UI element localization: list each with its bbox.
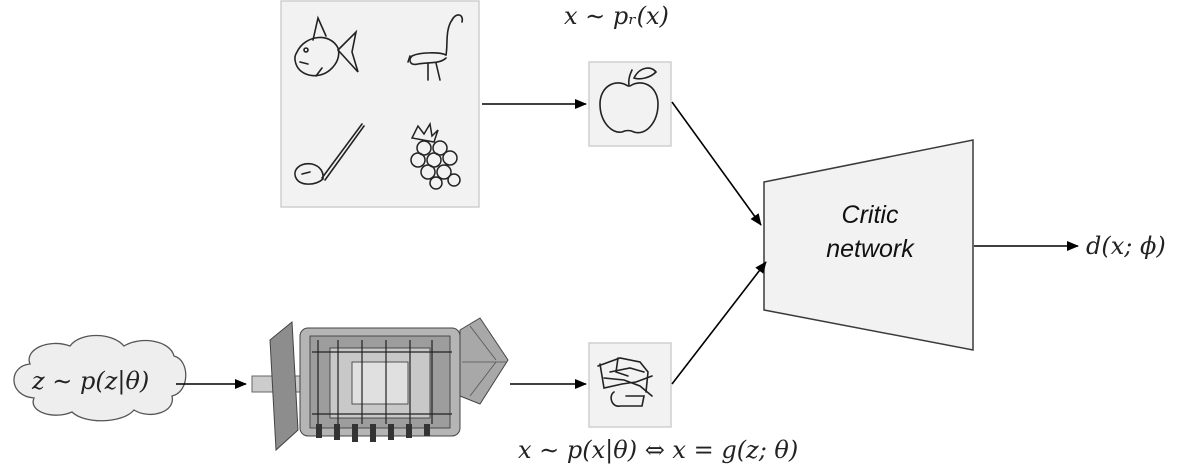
apple-doodle xyxy=(599,67,659,134)
scribble-doodle xyxy=(597,357,653,407)
critic-label-line1: Critic xyxy=(841,201,899,229)
generated-distribution-label: x ∼ p(x|θ) ⇔ x = g(z; θ) xyxy=(518,436,799,464)
critic-label-line2: network xyxy=(826,235,914,263)
critic-output-label: d(x; ϕ) xyxy=(1086,232,1166,260)
grapes-doodle xyxy=(410,121,461,190)
arrow-real-sample-to-critic xyxy=(671,101,762,226)
critic-network-label: Critic network xyxy=(790,198,950,266)
real-distribution-label: x ∼ pᵣ(x) xyxy=(564,2,669,30)
real-sample-box xyxy=(588,61,672,147)
golf-club-doodle xyxy=(294,123,365,185)
generated-sample-box xyxy=(588,342,672,428)
detector-illustration xyxy=(251,317,509,452)
real-data-panel xyxy=(280,0,480,208)
latent-cloud xyxy=(13,334,187,422)
fish-doodle xyxy=(294,15,359,77)
arrow-generated-sample-to-critic xyxy=(671,261,767,385)
flamingo-doodle xyxy=(407,14,464,81)
latent-label: z ∼ p(z|θ) xyxy=(32,367,150,395)
arrows xyxy=(176,99,1079,389)
